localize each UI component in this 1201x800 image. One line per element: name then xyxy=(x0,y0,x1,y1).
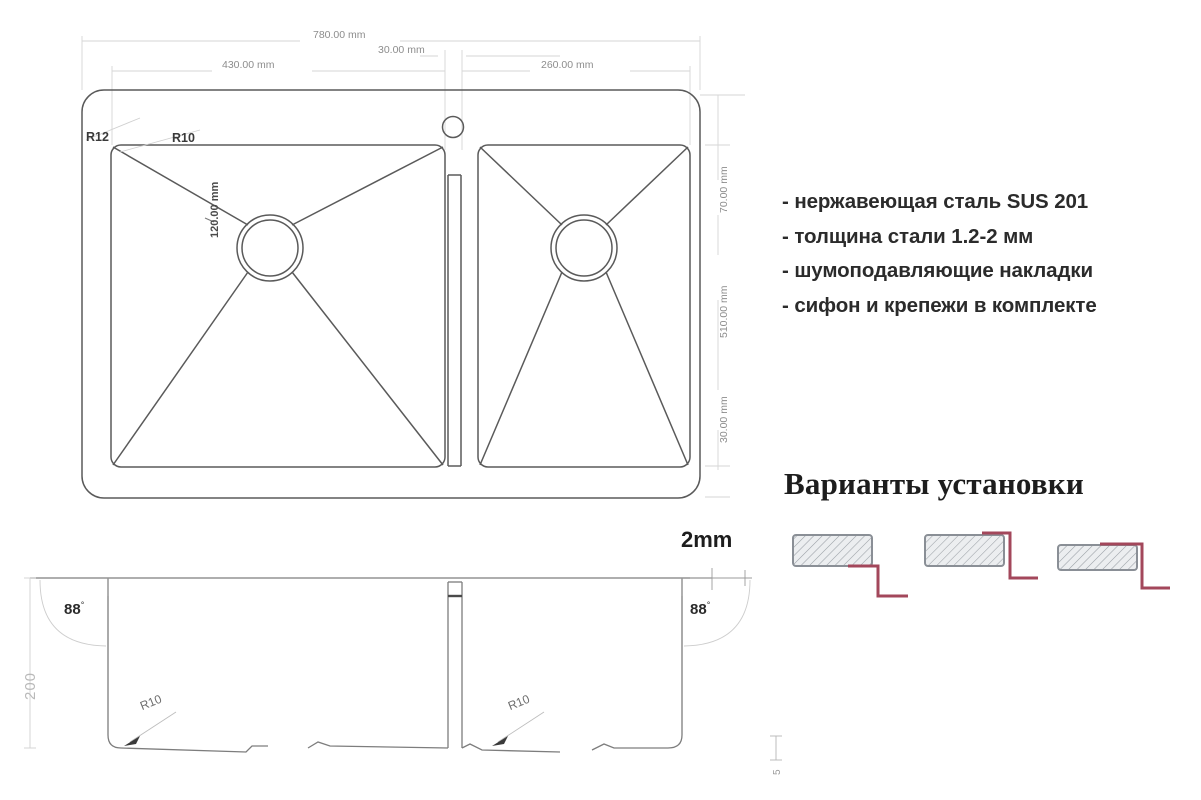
angle-left-label: 88° xyxy=(64,600,84,618)
faucet-hole xyxy=(441,115,465,139)
degree-symbol-right: ° xyxy=(706,600,711,610)
angle-left-value: 88 xyxy=(64,601,81,618)
section-view xyxy=(30,577,712,753)
dim-divider-width: 30.00 mm xyxy=(378,44,425,56)
degree-symbol-left: ° xyxy=(80,600,85,610)
install-variant-flushmount xyxy=(924,531,1038,580)
angle-right-value: 88 xyxy=(690,601,707,618)
radius-leaders xyxy=(85,117,201,153)
install-variant-undermount xyxy=(792,534,908,598)
radius-r12-label: R12 xyxy=(86,130,109,144)
right-dimension-lines xyxy=(700,94,745,498)
section-depth-label: 200 xyxy=(22,671,39,700)
dim-overall-width: 780.00 mm xyxy=(313,29,366,41)
feature-item: - сифон и крепежи в комплекте xyxy=(782,293,1097,317)
thickness-dimension xyxy=(690,568,752,590)
right-bowl xyxy=(477,144,691,468)
plan-view-outline xyxy=(81,89,701,499)
dim-overall-height: 510.00 mm xyxy=(718,285,730,338)
flange-dimension xyxy=(770,735,782,761)
dim-bottom-margin: 30.00 mm xyxy=(718,396,730,443)
wall-thickness-label: 2mm xyxy=(681,527,733,552)
drain-offset-leader xyxy=(204,217,215,223)
feature-item: - толщина стали 1.2-2 мм xyxy=(782,224,1034,248)
section-depth-dimension xyxy=(24,577,36,749)
bowl-divider xyxy=(447,174,462,467)
installation-title: Варианты установки xyxy=(784,466,1084,501)
dim-right-bowl-width: 260.00 mm xyxy=(541,59,594,71)
dim-top-margin: 70.00 mm xyxy=(718,166,730,213)
angle-right-label: 88° xyxy=(690,600,710,618)
install-variant-topmount xyxy=(1057,542,1170,590)
feature-item: - шумоподавляющие накладки xyxy=(782,259,1094,282)
feature-item: - нержавеющая сталь SUS 201 xyxy=(782,190,1089,213)
section-radius-leaders xyxy=(129,711,545,743)
features-list: - нержавеющая сталь SUS 201 - толщина ст… xyxy=(782,190,1192,330)
flange-height-label: 5 xyxy=(772,769,783,775)
dim-drain-offset: 120.00 mm xyxy=(209,181,221,238)
section-angle-arcs xyxy=(39,579,751,647)
dim-left-bowl-width: 430.00 mm xyxy=(222,59,275,71)
radius-r10-label: R10 xyxy=(172,131,195,145)
left-bowl xyxy=(110,144,446,468)
